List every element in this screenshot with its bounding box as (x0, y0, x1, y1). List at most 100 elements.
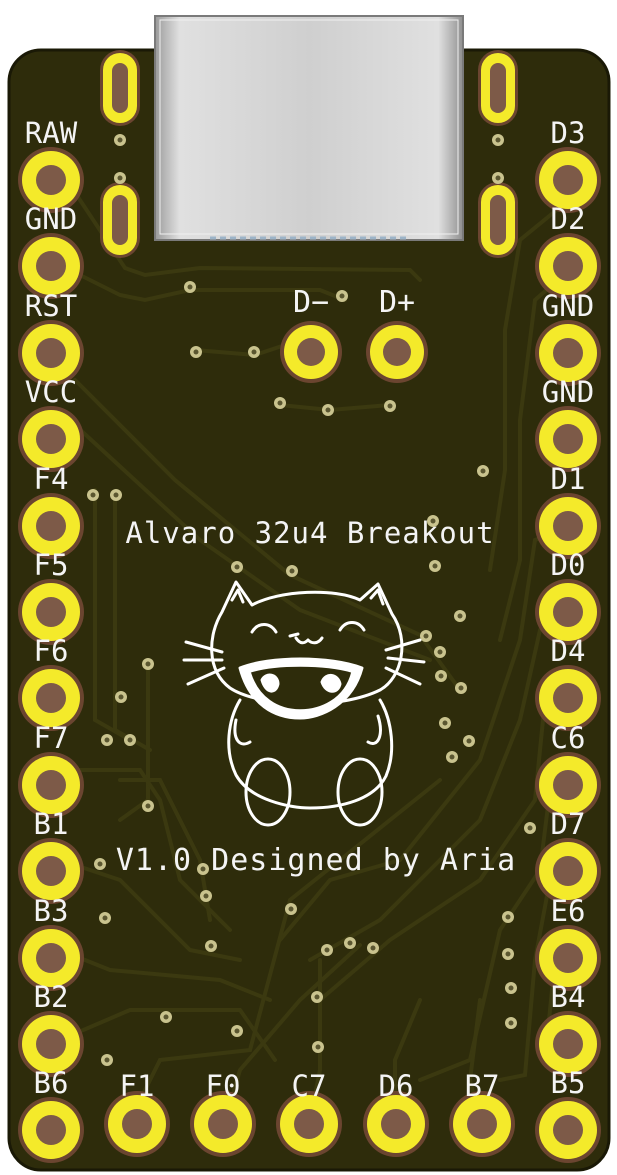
via (114, 172, 126, 184)
pin-pad-left-rst (18, 320, 84, 386)
pin-label-right: D2 (551, 202, 586, 236)
pin-label-left: B6 (34, 1066, 69, 1100)
via (184, 281, 196, 293)
pin-pad-right-d7 (535, 838, 601, 904)
pin-label-left: F4 (34, 462, 69, 496)
pin-pad-left-b6 (18, 1097, 84, 1163)
via (231, 561, 243, 573)
via (420, 630, 432, 642)
via (434, 646, 446, 658)
usb-slot-pad (478, 50, 518, 126)
via (231, 1025, 243, 1037)
pin-pad-left-gnd (18, 233, 84, 299)
pin-label-right: E6 (551, 894, 586, 928)
pin-pad-left-b2 (18, 1011, 84, 1077)
via (439, 717, 451, 729)
via (435, 670, 447, 682)
pin-pad-right-gnd (535, 320, 601, 386)
pin-label-right: B4 (551, 980, 586, 1014)
pin-label-left: RAW (25, 116, 78, 150)
pin-label-right: D1 (551, 462, 586, 496)
pin-label-bottom: D6 (379, 1069, 414, 1103)
via (502, 948, 514, 960)
via (427, 515, 439, 527)
via (205, 940, 217, 952)
pin-label-left: F6 (34, 634, 69, 668)
pin-label-right: C6 (551, 721, 586, 755)
via (115, 691, 127, 703)
usb-slot-pad (100, 50, 140, 126)
pin-pad-bottom-c7 (276, 1091, 342, 1157)
pin-pad-right-b4 (535, 1011, 601, 1077)
pin-pad-bottom-f0 (190, 1091, 256, 1157)
pin-pad-right-d3 (535, 147, 601, 213)
usb-slot-pad (100, 182, 140, 258)
pin-label-left: RST (25, 289, 77, 323)
pin-label-left: B3 (34, 894, 69, 928)
via (99, 912, 111, 924)
via (274, 397, 286, 409)
pin-label-left: F7 (34, 721, 69, 755)
via (101, 1054, 113, 1066)
pin-label-right: D7 (551, 807, 586, 841)
via (455, 682, 467, 694)
usb-c-connector (154, 15, 464, 241)
pin-pad-right-b5 (535, 1097, 601, 1163)
pin-label-right: D4 (551, 634, 586, 668)
usb-data-pads (280, 321, 428, 383)
via (197, 863, 209, 875)
usb-slot-pad (478, 182, 518, 258)
via (505, 1017, 517, 1029)
pin-label-bottom: F1 (120, 1069, 155, 1103)
via (505, 982, 517, 994)
via (94, 858, 106, 870)
pin-pad-bottom-f1 (104, 1091, 170, 1157)
pin-pad-left-f4 (18, 493, 84, 559)
via (200, 890, 212, 902)
pin-pad-left-f7 (18, 752, 84, 818)
pin-label-bottom: C7 (292, 1069, 327, 1103)
via (142, 658, 154, 670)
via (367, 942, 379, 954)
pin-pad-left-raw (18, 147, 84, 213)
pin-label-left: B2 (34, 980, 69, 1014)
pin-pad-right-e6 (535, 925, 601, 991)
pin-label-left: F5 (34, 548, 69, 582)
pin-pad-right-d4 (535, 665, 601, 731)
pin-pad-left-f5 (18, 579, 84, 645)
via (101, 734, 113, 746)
board-title: Alvaro 32u4 Breakout (125, 516, 494, 550)
pin-label-right: GND (542, 375, 594, 409)
board-credit: V1.0 Designed by Aria (116, 843, 516, 878)
via (524, 822, 536, 834)
pin-pad-left-b3 (18, 925, 84, 991)
via (322, 404, 334, 416)
via (114, 134, 126, 146)
header-pads (18, 147, 601, 1163)
via (454, 610, 466, 622)
via (312, 1041, 324, 1053)
via (384, 400, 396, 412)
via (124, 734, 136, 746)
via (321, 944, 333, 956)
via (492, 134, 504, 146)
via (502, 911, 514, 923)
pin-label-left: VCC (25, 375, 77, 409)
via (336, 290, 348, 302)
pin-pad-left-f6 (18, 665, 84, 731)
pin-pad-right-d0 (535, 579, 601, 645)
via (463, 735, 475, 747)
via (492, 172, 504, 184)
via (477, 465, 489, 477)
via (286, 565, 298, 577)
dplus-label: D+ (379, 285, 415, 320)
pin-label-bottom: B7 (465, 1069, 500, 1103)
pin-pad-left-b1 (18, 838, 84, 904)
via (311, 991, 323, 1003)
pin-pad-right-d1 (535, 493, 601, 559)
pin-label-bottom: F0 (206, 1069, 241, 1103)
pin-label-left: GND (25, 202, 77, 236)
via (142, 800, 154, 812)
via (190, 346, 202, 358)
